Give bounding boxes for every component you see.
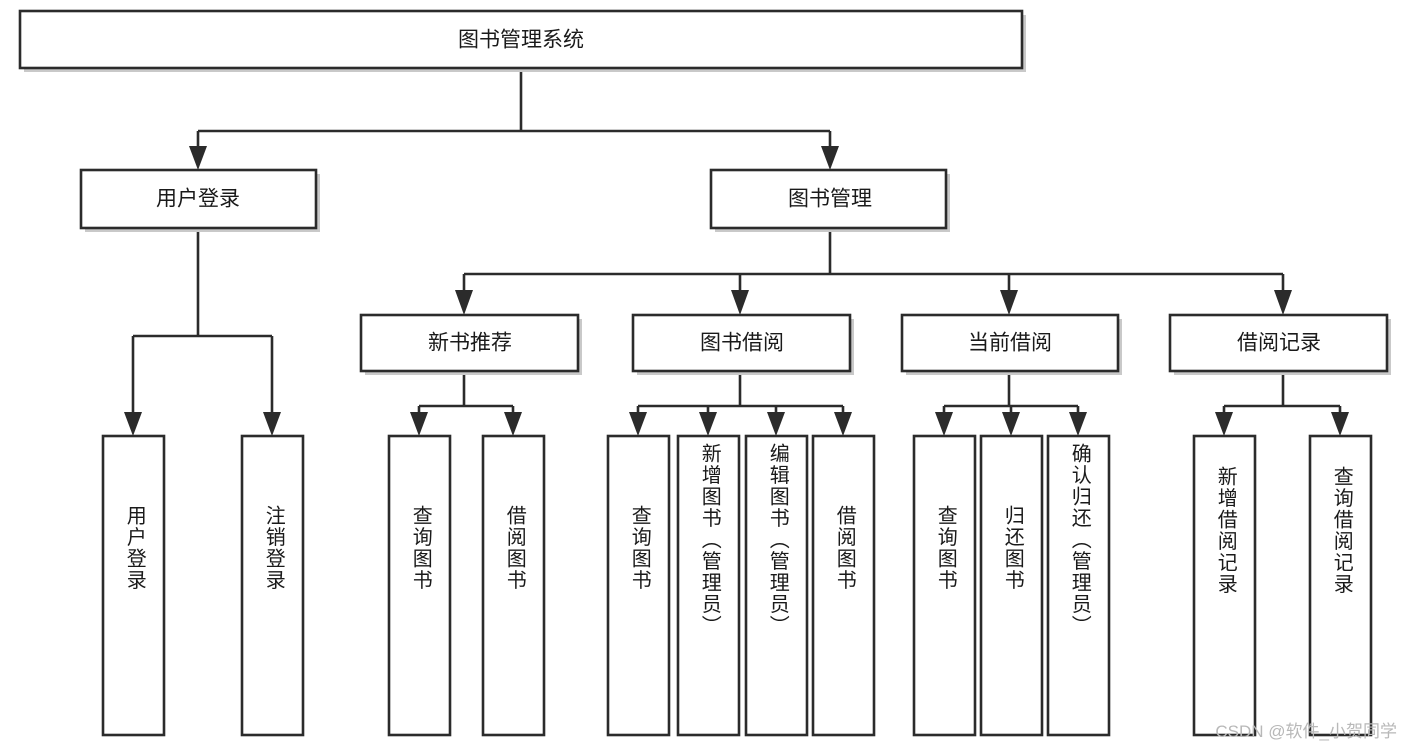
connector-group-borrow-record xyxy=(1215,375,1349,436)
node-new-book-box[interactable] xyxy=(359,313,580,373)
arrow-head-leaf-edit-book xyxy=(767,412,785,436)
node-user-login[interactable]: 用户登录 xyxy=(79,168,320,232)
arrow-head-leaf-add-record xyxy=(1215,412,1233,436)
node-new-book-label: 新书推荐 xyxy=(428,332,512,355)
node-current-borrow[interactable]: 当前借阅 xyxy=(900,313,1122,375)
arrow-head-book-borrow xyxy=(731,290,749,315)
node-book-manage[interactable]: 图书管理 xyxy=(709,168,950,232)
node-borrow-record-label: 借阅记录 xyxy=(1237,332,1321,355)
arrow-head-leaf-logout xyxy=(263,412,281,436)
arrow-head-leaf-borrow-book-2 xyxy=(834,412,852,436)
arrow-head-book-manage xyxy=(821,146,839,170)
connector-group-new-book xyxy=(410,375,522,436)
leaf-box-borrow-book-2[interactable] xyxy=(811,434,876,737)
leaf-box-query-book-2[interactable] xyxy=(606,434,671,737)
arrow-head-leaf-query-book-3 xyxy=(935,412,953,436)
connector-group-current-borrow xyxy=(935,375,1087,436)
arrow-head-leaf-query-book-2 xyxy=(629,412,647,436)
connector-group-root xyxy=(189,68,839,170)
leaf-box-add-record[interactable] xyxy=(1192,434,1257,737)
arrow-head-leaf-add-book xyxy=(699,412,717,436)
node-root[interactable]: 图书管理系统 xyxy=(18,9,1026,72)
arrow-head-borrow-record xyxy=(1274,290,1292,315)
connector-group-book-borrow xyxy=(629,375,852,436)
node-book-borrow[interactable]: 图书借阅 xyxy=(631,313,854,375)
node-book-borrow-label: 图书借阅 xyxy=(700,332,784,355)
leaf-box-query-book-3[interactable] xyxy=(912,434,977,737)
arrow-head-leaf-confirm-return xyxy=(1069,412,1087,436)
leaf-box-borrow-book-1[interactable] xyxy=(481,434,546,737)
node-user-login-box[interactable] xyxy=(79,168,318,230)
node-borrow-record[interactable]: 借阅记录 xyxy=(1168,313,1391,375)
leaf-box-edit-book[interactable] xyxy=(744,434,809,737)
node-root-box[interactable] xyxy=(18,9,1024,70)
connector-group-book-manage xyxy=(455,232,1292,315)
arrow-head-leaf-query-record xyxy=(1331,412,1349,436)
leaf-box-add-book[interactable] xyxy=(676,434,741,737)
arrow-head-user-login xyxy=(189,146,207,170)
arrow-head-leaf-return-book xyxy=(1002,412,1020,436)
node-root-label: 图书管理系统 xyxy=(458,29,584,52)
node-book-manage-label: 图书管理 xyxy=(788,188,872,211)
arrow-head-leaf-borrow-book-1 xyxy=(504,412,522,436)
leaf-box-query-record[interactable] xyxy=(1308,434,1373,737)
leaf-box-user-login[interactable] xyxy=(101,434,166,737)
arrow-head-current-borrow xyxy=(1000,290,1018,315)
leaf-box-return-book[interactable] xyxy=(979,434,1044,737)
node-borrow-record-box[interactable] xyxy=(1168,313,1389,373)
leaf-box-query-book-1[interactable] xyxy=(387,434,452,737)
arrow-head-leaf-user-login xyxy=(124,412,142,436)
arrow-head-leaf-query-book-1 xyxy=(410,412,428,436)
leaf-box-logout[interactable] xyxy=(240,434,305,737)
connector-group-user-login xyxy=(124,232,281,436)
node-current-borrow-box[interactable] xyxy=(900,313,1120,373)
leaf-boxes-group xyxy=(101,434,1373,737)
node-new-book-recommend[interactable]: 新书推荐 xyxy=(359,313,582,375)
node-user-login-label: 用户登录 xyxy=(156,188,240,211)
node-book-manage-box[interactable] xyxy=(709,168,948,230)
node-current-borrow-label: 当前借阅 xyxy=(968,332,1052,355)
node-book-borrow-box[interactable] xyxy=(631,313,852,373)
leaf-box-confirm-return[interactable] xyxy=(1046,434,1111,737)
arrow-head-new-book xyxy=(455,290,473,315)
